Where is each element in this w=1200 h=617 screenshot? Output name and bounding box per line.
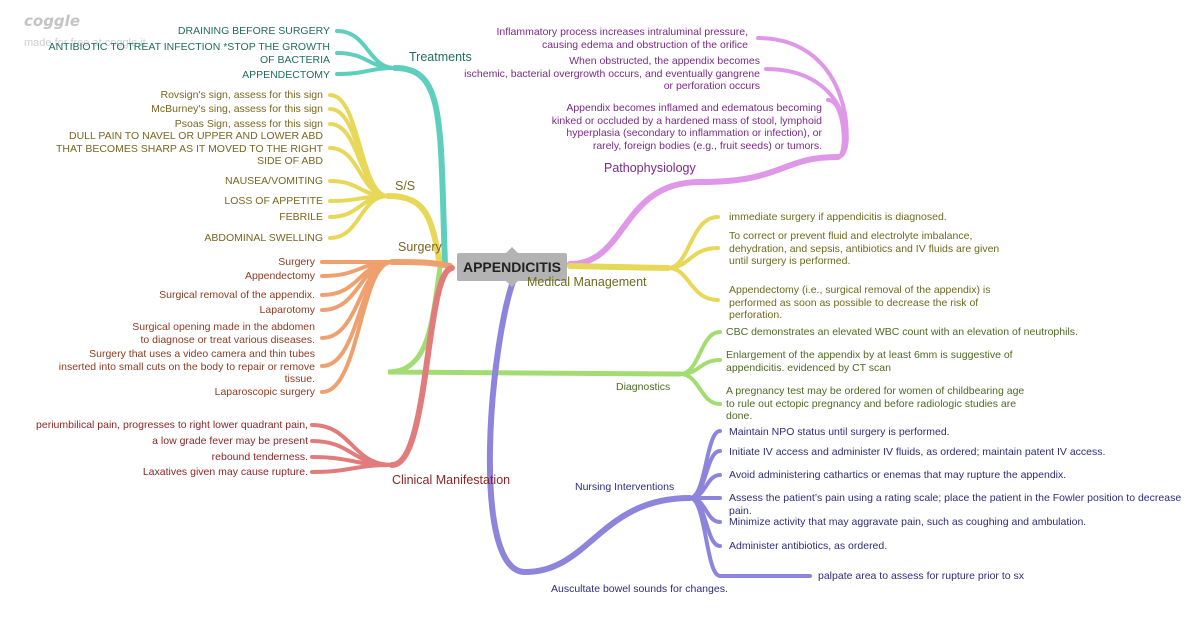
link-treatments-1	[335, 29, 397, 70]
treatments-item[interactable]: ANTIBIOTIC TO TREAT INFECTION *STOP THE …	[48, 41, 330, 66]
link-path-main	[567, 154, 841, 267]
treatments-item[interactable]: APPENDECTOMY	[242, 69, 330, 81]
clinical-item[interactable]: periumbilical pain, progresses to right …	[36, 419, 308, 431]
surgery-item[interactable]: Surgical opening made in the abdomen to …	[132, 321, 315, 346]
nursing-item[interactable]: Maintain NPO status until surgery is per…	[729, 426, 950, 438]
diagnostics-item[interactable]: Enlargement of the appendix by at least …	[726, 349, 1013, 374]
ss-item[interactable]: FEBRILE	[279, 211, 323, 223]
pathophysiology-item[interactable]: When obstructed, the appendix becomes is…	[464, 55, 760, 92]
link-ss-8	[328, 194, 390, 240]
link-surgery-5	[320, 260, 394, 340]
pathophysiology-item[interactable]: Appendix becomes inflamed and edematous …	[551, 102, 822, 152]
nursing-item[interactable]: Initiate IV access and administer IV flu…	[729, 446, 1106, 458]
coggle-logo: coggle	[24, 12, 80, 30]
ss-item[interactable]: Psoas Sign, assess for this sign	[174, 118, 323, 130]
medical-item[interactable]: immediate surgery if appendicitis is dia…	[729, 211, 947, 223]
ss-item[interactable]: DULL PAIN TO NAVEL OR UPPER AND LOWER AB…	[55, 130, 323, 167]
branch-label-treatments[interactable]: Treatments	[409, 50, 472, 64]
ss-item[interactable]: Rovsign's sign, assess for this sign	[160, 89, 324, 101]
surgery-item[interactable]: Laparoscopic surgery	[214, 386, 315, 398]
surgery-item[interactable]: Laparotomy	[259, 304, 315, 316]
medical-item[interactable]: Appendectomy (i.e., surgical removal of …	[729, 284, 991, 321]
link-diagnostics-2	[678, 358, 722, 376]
nursing-item[interactable]: Avoid administering cathartics or enemas…	[729, 469, 1067, 481]
ss-item[interactable]: NAUSEA/VOMITING	[224, 175, 323, 187]
made-by-watermark: made for free at coggle.it	[24, 37, 146, 49]
link-treatments-2	[335, 51, 397, 70]
branch-label-ss[interactable]: S/S	[395, 179, 416, 193]
link-nursing-main	[486, 273, 693, 576]
central-topic-appendicitis[interactable]: APPENDICITIS	[457, 247, 567, 287]
link-clinical-main	[389, 265, 455, 468]
branch-label-diagnostics[interactable]: Diagnostics	[616, 381, 671, 393]
medical-item[interactable]: To correct or prevent fluid and electrol…	[729, 230, 1000, 267]
branch-label-pathophysiology[interactable]: Pathophysiology	[604, 161, 696, 175]
surgery-item[interactable]: Appendectomy	[244, 270, 315, 282]
central-topic-label: APPENDICITIS	[462, 259, 561, 275]
link-nursing-7	[688, 496, 812, 578]
pathophysiology-item[interactable]: Inflammatory process increases intralumi…	[496, 26, 748, 51]
link-ss-5	[328, 179, 390, 198]
nursing-item[interactable]: palpate area to assess for rupture prior…	[818, 570, 1025, 582]
clinical-item[interactable]: rebound tenderness.	[211, 451, 308, 463]
ss-item[interactable]: LOSS OF APPETITE	[224, 195, 323, 207]
link-surgery-main	[389, 259, 453, 269]
link-medical-1	[666, 215, 720, 270]
clinical-item[interactable]: Laxatives given may cause rupture.	[142, 466, 308, 478]
surgery-item[interactable]: Surgery	[278, 256, 315, 268]
branch-label-nursing-interventions[interactable]: Nursing Interventions	[575, 481, 675, 493]
link-clinical-4	[310, 463, 394, 474]
link-medical-main	[567, 263, 671, 271]
link-path-3	[826, 98, 846, 159]
nursing-bottom-item[interactable]: Auscultate bowel sounds for changes.	[551, 583, 728, 595]
clinical-item[interactable]: a low grade fever may be present	[152, 435, 308, 447]
treatments-item[interactable]: DRAINING BEFORE SURGERY	[177, 25, 330, 37]
link-ss-main	[385, 193, 443, 268]
nursing-item[interactable]: Minimize activity that may aggravate pai…	[729, 516, 1087, 528]
ss-item[interactable]: ABDOMINAL SWELLING	[204, 232, 323, 244]
branch-label-medical-management[interactable]: Medical Management	[527, 275, 647, 289]
link-medical-3	[666, 266, 720, 302]
diagnostics-item[interactable]: CBC demonstrates an elevated WBC count w…	[726, 326, 1078, 338]
branch-label-surgery[interactable]: Surgery	[398, 240, 442, 254]
link-treatments-main	[392, 65, 448, 268]
link-surgery-7	[320, 260, 394, 394]
nursing-item[interactable]: Administer antibiotics, as ordered.	[729, 540, 888, 552]
link-ss-3	[328, 122, 390, 198]
link-diagnostics-3	[678, 372, 722, 406]
diagnostics-item[interactable]: A pregnancy test may be ordered for wome…	[726, 385, 1025, 422]
nursing-item[interactable]: Assess the patient’s pain using a rating…	[729, 492, 1182, 517]
branch-label-clinical[interactable]: Clinical Manifestation	[392, 473, 511, 487]
link-treatments-3	[335, 66, 397, 76]
ss-item[interactable]: McBurney's sing, assess for this sign	[151, 103, 323, 115]
surgery-item[interactable]: Surgery that uses a video camera and thi…	[58, 348, 315, 385]
link-surgery-6	[320, 260, 394, 368]
surgery-item[interactable]: Surgical removal of the appendix.	[159, 289, 315, 301]
